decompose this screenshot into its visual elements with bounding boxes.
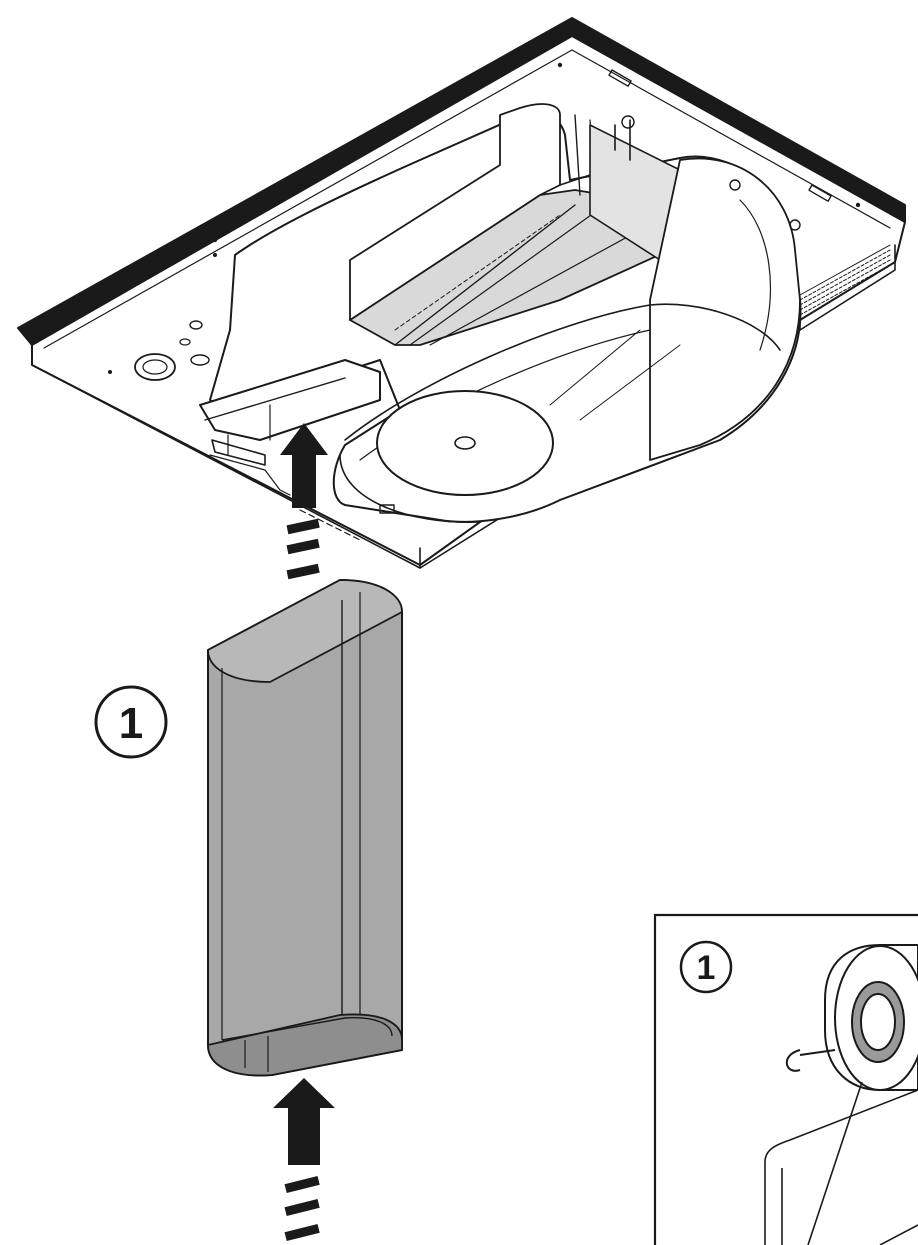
vent-grille [799, 244, 891, 316]
left-fittings [108, 243, 254, 381]
fan-cover [376, 390, 554, 496]
rim-screws [117, 62, 861, 295]
callout-circle-icon [679, 940, 733, 994]
inset-frame [653, 913, 918, 1245]
tape-roll-icon [785, 944, 918, 1091]
callout-inset-label: 1 [697, 949, 716, 987]
inset-part [764, 1081, 918, 1245]
airflow-arrow-up-icon [280, 423, 328, 508]
motor-casing [649, 157, 801, 461]
flat-duct [207, 579, 403, 1077]
inset-detail: 1 [653, 913, 918, 1245]
airflow-arrow-lower [273, 1078, 335, 1241]
callout-main: 1 [94, 685, 168, 759]
airflow-arrow-upper [280, 423, 328, 580]
hob-unit [17, 17, 906, 569]
callout-main-label: 1 [119, 699, 143, 748]
airflow-arrow-up-icon [273, 1078, 335, 1165]
callout-circle-icon [94, 685, 168, 759]
duct-outlet-neck [199, 359, 381, 441]
